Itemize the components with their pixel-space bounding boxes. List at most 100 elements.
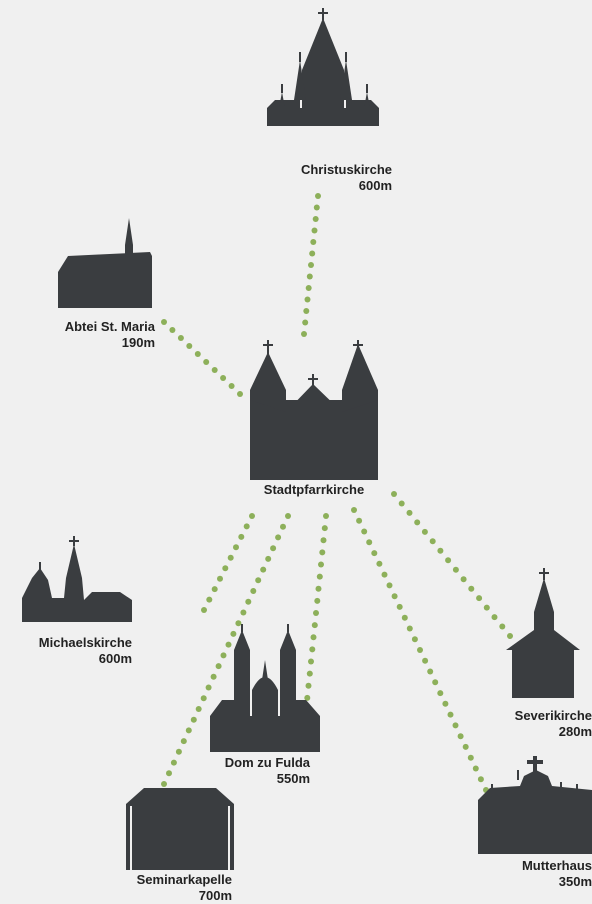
dom-connector-dot: [305, 682, 312, 689]
seminarkapelle-connector-dot: [250, 588, 257, 594]
christuskirche-distance: 600m: [358, 178, 392, 193]
severikirche-connector-dot: [391, 491, 397, 497]
michaelskirche-connector-dot: [211, 586, 218, 593]
mutterhaus-connector-dot: [386, 582, 393, 589]
christuskirche-name: Christuskirche: [300, 162, 392, 177]
mutterhaus-connector-dot: [442, 700, 449, 707]
seminarkapelle-connector-dot: [280, 523, 286, 530]
michaelskirche-connector-dot: [243, 523, 250, 530]
mutterhaus-connector-dot: [356, 517, 363, 524]
stadtpfarrkirche-name: Stadtpfarrkirche: [263, 482, 365, 497]
michaelskirche-connector-dot: [249, 513, 255, 519]
stadtpfarrkirche-silhouette: [250, 340, 378, 480]
seminarkapelle-connector-dot: [220, 652, 227, 659]
mutterhaus-connector-dot: [391, 593, 398, 600]
severikirche-connector-dot: [445, 557, 452, 564]
seminarkapelle-connector-dot: [235, 620, 242, 627]
seminarkapelle-connector-dot: [200, 695, 207, 702]
mutterhaus-connector-dot: [376, 560, 383, 567]
abtei-connector-dot: [220, 375, 227, 381]
seminarkapelle-connector-dot: [275, 534, 282, 541]
mutterhaus-connector-dot: [437, 690, 444, 697]
seminarkapelle-connector-dot: [255, 577, 262, 584]
michaelskirche-connector-dot: [206, 596, 213, 603]
seminarkapelle-distance: 700m: [198, 888, 232, 903]
mutterhaus-connector-dot: [427, 668, 434, 675]
dom-connector-dot: [321, 525, 328, 532]
mutterhaus-connector-dot: [371, 550, 378, 557]
dom-connector-dot: [310, 634, 317, 641]
christuskirche-connector-dot: [306, 273, 313, 280]
abtei-connector-dot: [177, 335, 184, 341]
abtei-connector-dot: [169, 327, 176, 333]
christuskirche-connector-dot: [301, 331, 307, 337]
christuskirche-connector-dot: [302, 319, 309, 326]
abtei-connector-dot: [203, 359, 210, 365]
christuskirche-silhouette: [267, 8, 379, 126]
mutterhaus-connector-dot: [447, 711, 454, 718]
michaelskirche-silhouette: [22, 536, 132, 622]
michaelskirche-connector-dot: [227, 554, 234, 561]
seminarkapelle-connector-dot: [245, 598, 252, 605]
seminarkapelle-connector-dot: [185, 727, 192, 734]
abtei-connector-dot: [211, 367, 218, 373]
christuskirche-connector-dot: [313, 204, 320, 211]
mutterhaus-distance: 350m: [558, 874, 592, 889]
seminarkapelle-connector-dot: [195, 706, 202, 712]
christuskirche-label: Christuskirche 600m: [301, 162, 392, 194]
michaelskirche-connector-dot: [233, 544, 239, 551]
christuskirche-connector-dot: [315, 193, 321, 199]
mutterhaus-connector-dot: [396, 603, 403, 610]
abtei-name: Abtei St. Maria: [64, 319, 155, 334]
mutterhaus-connector-dot: [472, 765, 479, 772]
mutterhaus-connector-dot: [467, 754, 474, 761]
dom-connector-dot: [308, 658, 314, 665]
mutterhaus-connector-dot: [417, 647, 423, 653]
dom-connector-dot: [320, 537, 327, 544]
severikirche-connector-dot: [398, 500, 405, 507]
dom-connector-dot: [304, 694, 311, 701]
dom-connector-dot: [315, 585, 322, 592]
seminarkapelle-connector-dot: [161, 781, 167, 787]
seminarkapelle-connector-dot: [285, 513, 291, 519]
michaelskirche-connector-dot: [201, 607, 207, 613]
severikirche-connector-dot: [483, 604, 490, 611]
seminarkapelle-connector-dot: [180, 738, 187, 745]
seminarkapelle-connector-dot: [265, 555, 272, 562]
severikirche-connector-dot: [421, 528, 428, 535]
dom-connector-dot: [323, 513, 329, 519]
severikirche-label: Severikirche 280m: [515, 708, 592, 740]
severikirche-connector-dot: [468, 585, 475, 592]
michaelskirche-connector-dot: [222, 565, 229, 572]
dom-connector-dot: [311, 622, 318, 629]
christuskirche-connector-dot: [312, 216, 319, 222]
abtei-connector-dot: [237, 391, 243, 397]
mutterhaus-silhouette: [478, 756, 592, 854]
christuskirche-connector-dot: [304, 296, 311, 303]
michaelskirche-connector-dot: [238, 533, 245, 540]
seminarkapelle-connector-dot: [230, 630, 237, 637]
abtei-connector-dot: [161, 319, 167, 325]
michaelskirche-label: Michaelskirche 600m: [39, 635, 132, 667]
mutterhaus-connector-dot: [366, 539, 373, 546]
dom-label: Dom zu Fulda 550m: [225, 755, 310, 787]
mutterhaus-connector-dot: [406, 625, 413, 632]
mutterhaus-name: Mutterhaus: [521, 858, 592, 873]
mutterhaus-connector-dot: [361, 528, 368, 535]
severikirche-connector-dot: [507, 633, 513, 639]
stadtpfarrkirche-label: Stadtpfarrkirche: [250, 482, 378, 498]
abtei-connector-dot: [228, 383, 235, 389]
michaelskirche-connector-dot: [217, 575, 223, 582]
mutterhaus-connector-dot: [457, 733, 464, 740]
christuskirche-connector-dot: [305, 285, 312, 291]
abtei-connector-dot: [186, 343, 193, 349]
seminarkapelle-connector-dot: [270, 545, 277, 552]
mutterhaus-connector-dot: [351, 507, 357, 513]
seminarkapelle-connector-dot: [205, 684, 212, 691]
seminarkapelle-silhouette: [126, 788, 234, 870]
christuskirche-connector-dot: [311, 227, 318, 234]
dom-connector-dot: [313, 610, 319, 616]
mutterhaus-connector-dot: [401, 614, 408, 621]
mutterhaus-label: Mutterhaus 350m: [522, 858, 592, 890]
